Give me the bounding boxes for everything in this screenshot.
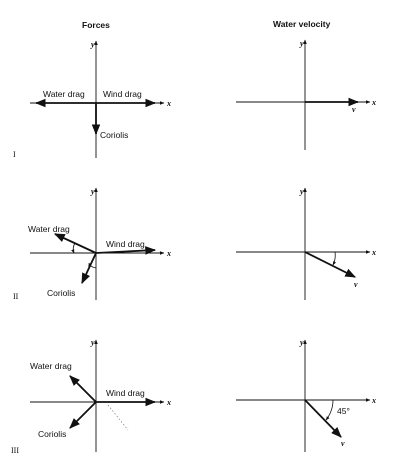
water-drag-label: Water drag — [43, 89, 85, 99]
coriolis-label: Coriolis — [38, 429, 66, 439]
x-axis-label: x — [166, 99, 171, 108]
y-axis-label: y — [299, 39, 304, 48]
wind-drag-label: Wind drag — [106, 388, 145, 398]
angle-arc — [325, 399, 334, 421]
coriolis-label: Coriolis — [47, 288, 75, 298]
panel-i-forces: y x Water drag Wind drag Coriolis — [30, 40, 171, 158]
dotted-guide-line — [107, 404, 129, 431]
angle-label: 45° — [337, 406, 350, 416]
panel-i-velocity: y x v — [236, 39, 376, 150]
velocity-arrow — [304, 251, 356, 278]
panel-ii-velocity: y x v — [236, 187, 376, 300]
water-drag-arrow — [69, 375, 97, 403]
x-axis-label: x — [371, 396, 376, 405]
coriolis-label: Coriolis — [100, 130, 128, 140]
angle-arc — [71, 242, 76, 254]
coriolis-arrow — [69, 401, 97, 429]
angle-arc — [332, 251, 337, 266]
velocity-arrow — [304, 399, 342, 438]
panel-iii-forces: y x Water drag Wind drag Coriolis — [30, 338, 171, 452]
water-drag-arrow — [54, 233, 97, 254]
y-axis-label: y — [299, 187, 304, 196]
row-label-iii: III — [11, 446, 19, 455]
y-axis-label: y — [90, 187, 95, 196]
wind-drag-label: Wind drag — [103, 89, 142, 99]
row-label-ii: II — [13, 292, 19, 301]
y-axis-label: y — [299, 338, 304, 347]
forces-header: Forces — [82, 20, 110, 30]
water-drag-label: Water drag — [30, 361, 72, 371]
row-label-i: I — [13, 150, 16, 159]
velocity-label: v — [354, 280, 358, 289]
coriolis-arrow — [81, 252, 97, 284]
water-velocity-header: Water velocity — [273, 19, 331, 29]
angle-arc — [88, 262, 97, 269]
panel-ii-forces: y x Water drag Wind drag Coriolis — [28, 187, 171, 300]
y-axis-label: y — [90, 40, 95, 49]
velocity-label: v — [352, 105, 356, 114]
y-axis-label: y — [90, 338, 95, 347]
water-drag-label: Water drag — [28, 224, 70, 234]
panel-iii-velocity: y x 45° v — [236, 338, 376, 452]
wind-drag-label: Wind drag — [106, 239, 145, 249]
x-axis-label: x — [166, 249, 171, 258]
wind-drag-arrow — [95, 246, 157, 255]
x-axis-label: x — [371, 98, 376, 107]
x-axis-label: x — [371, 248, 376, 257]
velocity-label: v — [341, 439, 345, 448]
x-axis-label: x — [166, 398, 171, 407]
